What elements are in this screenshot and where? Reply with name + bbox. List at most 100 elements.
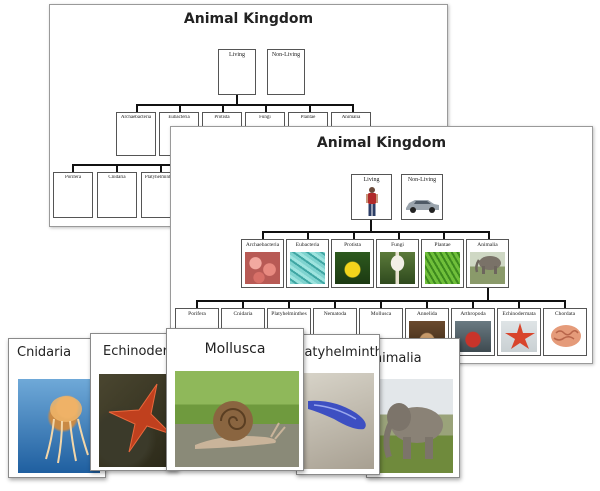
front-plantae-box: Plantae: [421, 239, 464, 288]
front-arthropoda-label: Arthropoda: [460, 311, 486, 317]
back-archaebacteria-box: Archaebacteria: [116, 112, 156, 156]
front-connector: [443, 231, 445, 239]
back-protista-label: Protista: [214, 115, 230, 120]
brain-icon: [551, 325, 581, 347]
front-connector: [262, 231, 264, 239]
mollusca-card-title: Mollusca: [204, 341, 266, 357]
back-connector: [222, 104, 224, 112]
front-archaebacteria-label: Archaebacteria: [245, 242, 280, 248]
back-connector: [309, 104, 311, 112]
back-living-box: Living: [218, 49, 256, 95]
front-echinodermata-label: Echinodermata: [502, 311, 536, 317]
back-connector: [136, 104, 354, 106]
back-connector: [136, 104, 138, 112]
plantae-image: [425, 252, 460, 284]
front-eubacteria-label: Eubacteria: [295, 242, 320, 248]
elephant-photo: [377, 379, 453, 473]
back-eubacteria-label: Eubacteria: [168, 115, 190, 120]
back-archaebacteria-label: Archaebacteria: [120, 115, 152, 120]
back-connector: [72, 164, 74, 172]
back-porifera-label: Porifera: [64, 175, 82, 180]
front-animalia-box: Animalia: [466, 239, 509, 288]
front-nonliving-label: Non-Living: [407, 177, 437, 183]
back-connector: [236, 95, 238, 105]
animalia-image: [470, 252, 505, 284]
person-icon: [366, 187, 378, 216]
back-connector: [160, 164, 162, 172]
echinodermata-card-title: Echinodermata: [103, 344, 177, 359]
back-nonliving-label: Non-Living: [271, 52, 301, 58]
front-chart-sheet: Animal Kingdom Living Non-Living Archaeb…: [170, 126, 593, 364]
front-connector: [262, 231, 489, 233]
car-icon: [406, 200, 439, 213]
front-platyhelminthes-label: Platyhelminthes: [271, 311, 307, 317]
front-porifera-label: Porifera: [188, 311, 206, 317]
eubacteria-image: [290, 252, 325, 284]
front-connector: [288, 300, 290, 308]
front-archaebacteria-box: Archaebacteria: [241, 239, 284, 288]
front-fungi-label: Fungi: [391, 242, 404, 248]
front-connector: [334, 300, 336, 308]
front-connector: [488, 231, 490, 239]
front-echinodermata-box: Echinodermata: [497, 308, 541, 356]
front-connector: [242, 300, 244, 308]
front-connector: [307, 231, 309, 239]
front-living-label: Living: [363, 177, 380, 183]
arthropoda-image: [455, 321, 491, 352]
front-cnidaria-label: Cnidaria: [233, 311, 253, 317]
front-protista-label: Protista: [344, 242, 361, 248]
protista-image: [335, 252, 370, 284]
front-connector: [426, 300, 428, 308]
flatworm-photo: [304, 373, 374, 469]
fungi-image: [380, 252, 415, 284]
front-connector: [353, 231, 355, 239]
back-cnidaria-label: Cnidaria: [108, 175, 126, 180]
back-connector: [265, 104, 267, 112]
front-mollusca-label: Mollusca: [370, 311, 392, 317]
back-nonliving-box: Non-Living: [267, 49, 305, 95]
flatworm-icon: [308, 400, 366, 430]
jellyfish-photo: [18, 379, 100, 473]
back-plantae-label: Plantae: [300, 115, 316, 120]
front-nematoda-label: Nematoda: [323, 311, 347, 317]
back-porifera-box: Porifera: [53, 172, 93, 218]
snail-photo: [175, 371, 299, 467]
front-nonliving-box: Non-Living: [401, 174, 443, 220]
front-connector: [398, 231, 400, 239]
front-connector: [564, 300, 566, 308]
front-fungi-box: Fungi: [376, 239, 419, 288]
back-chart-sheet: Animal Kingdom Living Non-Living Archaeb…: [49, 4, 448, 227]
front-connector: [518, 300, 520, 308]
front-chordata-label: Chordata: [554, 311, 576, 317]
archaebacteria-image: [245, 252, 280, 284]
mollusca-card: Mollusca: [166, 328, 304, 471]
front-connector: [370, 220, 372, 232]
elephant-icon: [383, 403, 443, 459]
jellyfish-icon: [45, 396, 89, 464]
front-connector: [380, 300, 382, 308]
front-animalia-label: Animalia: [477, 242, 498, 248]
back-connector: [116, 164, 118, 172]
front-protista-box: Protista: [331, 239, 374, 288]
back-animalia-label: Animalia: [341, 115, 361, 120]
animalia-card: Animalia: [366, 338, 460, 478]
front-connector: [472, 300, 474, 308]
front-eubacteria-box: Eubacteria: [286, 239, 329, 288]
back-living-label: Living: [229, 52, 245, 58]
cnidaria-card: Cnidaria: [8, 338, 106, 478]
starfish-icon: [505, 323, 535, 349]
back-connector: [179, 104, 181, 112]
elephant-icon: [475, 256, 501, 274]
front-chart-title: Animal Kingdom: [316, 135, 447, 151]
front-connector: [487, 288, 489, 301]
back-connector: [352, 104, 354, 112]
starfish-icon: [108, 383, 172, 453]
front-annelida-label: Annelida: [416, 311, 438, 317]
echinodermata-card: Echinodermata: [90, 333, 178, 471]
front-living-box: Living: [351, 174, 392, 220]
front-chordata-box: Chordata: [543, 308, 587, 356]
platyhelminthes-card-title: Platyhelminthes: [296, 345, 379, 360]
front-connector: [196, 300, 198, 308]
platyhelminthes-card: Platyhelminthes: [296, 334, 380, 475]
back-platyhelminthes-label: Platyhelminthes: [144, 175, 178, 180]
